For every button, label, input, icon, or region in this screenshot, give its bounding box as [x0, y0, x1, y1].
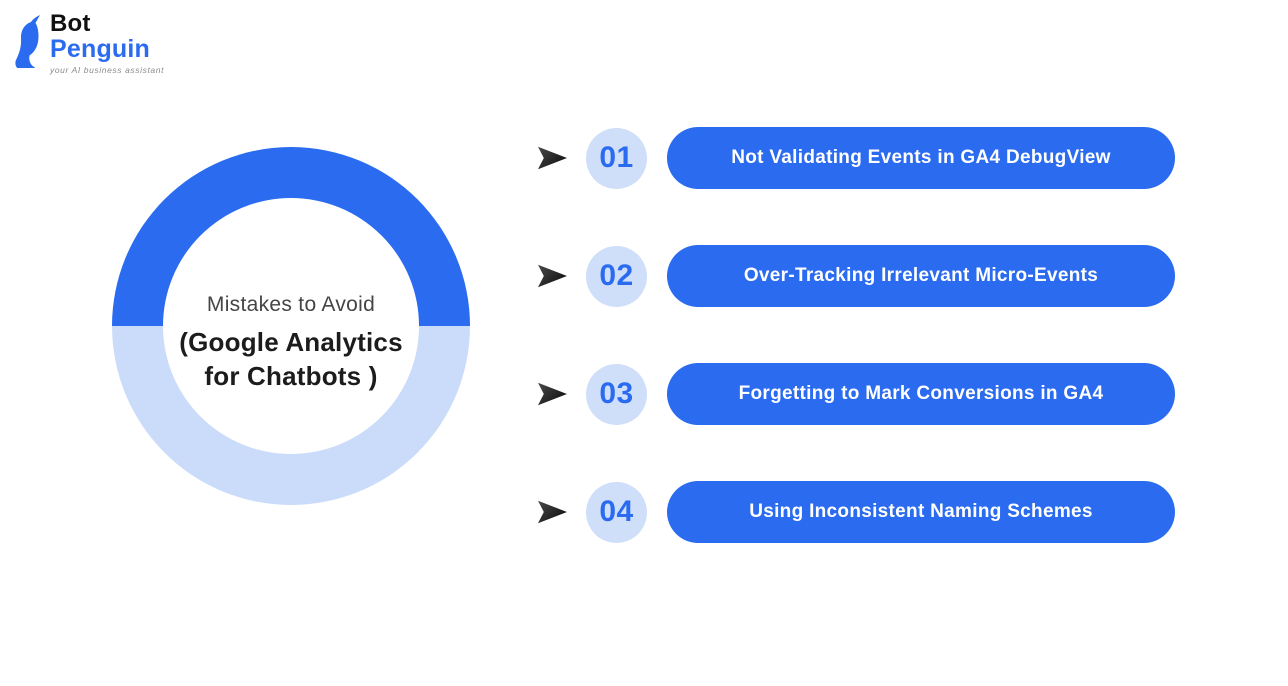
item-number-badge: 01: [586, 127, 647, 189]
list-item: 04 Using Inconsistent Naming Schemes: [538, 481, 1175, 543]
item-number-badge: 02: [586, 245, 647, 307]
arrowhead-icon: [538, 500, 567, 524]
logo-word-bot: Bot: [50, 10, 91, 37]
donut-title-line3: for Chatbots ): [204, 360, 378, 391]
donut-title-line2: (Google Analytics: [179, 326, 403, 357]
arrowhead-icon: [538, 382, 567, 406]
logo-tagline: your AI business assistant: [50, 65, 165, 75]
donut-center: Mistakes to Avoid (Google Analytics for …: [163, 198, 419, 454]
item-number-badge: 04: [586, 481, 647, 543]
item-label-pill: Not Validating Events in GA4 DebugView: [667, 127, 1175, 189]
item-label-pill: Over-Tracking Irrelevant Micro-Events: [667, 245, 1175, 307]
arrowhead-icon: [538, 146, 567, 170]
item-label-pill: Forgetting to Mark Conversions in GA4: [667, 363, 1175, 425]
logo-word-penguin: Penguin: [50, 35, 151, 63]
item-number-badge: 03: [586, 363, 647, 425]
item-label-pill: Using Inconsistent Naming Schemes: [667, 481, 1175, 543]
list-item: 03 Forgetting to Mark Conversions in GA4: [538, 363, 1175, 425]
arrowhead-icon: [538, 264, 567, 288]
list-item: 02 Over-Tracking Irrelevant Micro-Events: [538, 245, 1175, 307]
donut-title-block: Mistakes to Avoid (Google Analytics for …: [179, 292, 402, 393]
logo-text: Bot Penguin your AI business assistant: [50, 10, 165, 76]
donut-title-line1: Mistakes to Avoid: [206, 292, 376, 316]
penguin-icon: [15, 15, 40, 68]
donut-ring: Mistakes to Avoid (Google Analytics for …: [112, 147, 470, 505]
botpenguin-logo: Bot Penguin your AI business assistant: [14, 12, 164, 75]
list-item: 01 Not Validating Events in GA4 DebugVie…: [538, 127, 1175, 189]
